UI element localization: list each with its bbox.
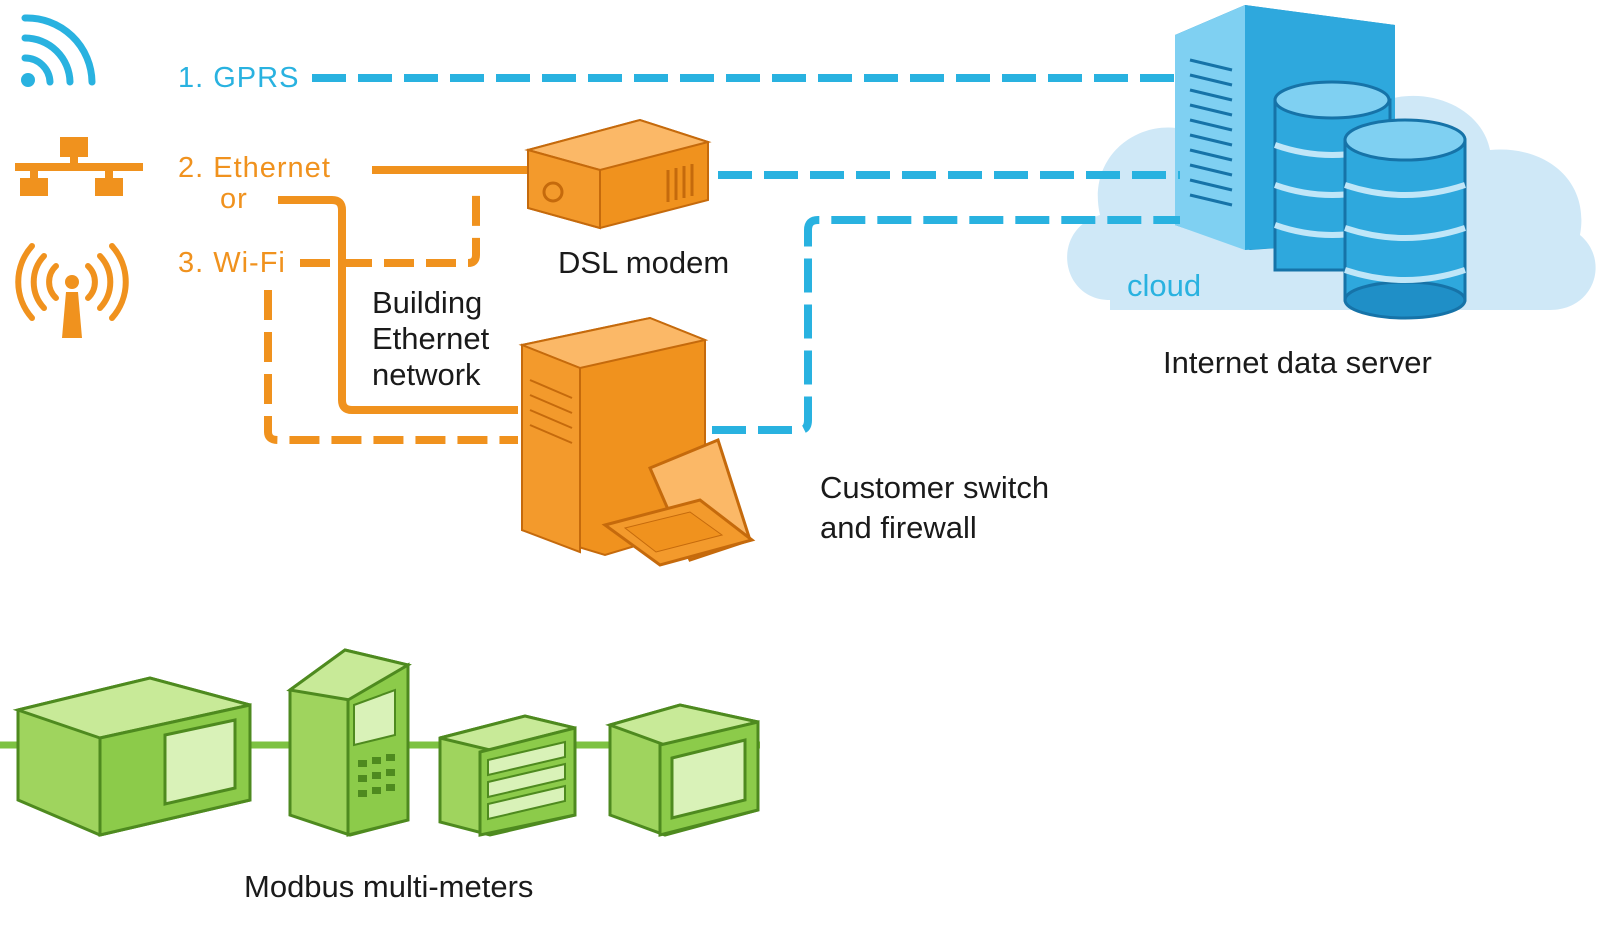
dsl-modem-icon: [524, 118, 712, 230]
meter-compact-icon: [438, 714, 577, 837]
meter-panel-icon: [286, 648, 412, 837]
database-icon: [1273, 80, 1467, 320]
switch-firewall-line: and firewall: [820, 510, 977, 545]
meter-large-icon: [12, 676, 252, 837]
laptop-icon: [601, 437, 756, 567]
switch-tower-icon: [518, 316, 709, 557]
ethernet-link: [278, 166, 530, 414]
meters-label: Modbus multi-meters: [244, 869, 533, 904]
firewall-cloud-link: [712, 216, 1180, 434]
wifi-label: 3. Wi-Fi: [178, 247, 286, 279]
switch-firewall-line: Customer switch: [820, 470, 1049, 505]
wifi-link: [264, 185, 518, 444]
ethernet-label: 2. Ethernet: [178, 152, 331, 184]
meter-display-icon: [605, 703, 760, 837]
gprs-label: 1. GPRS: [178, 62, 299, 94]
building-network-line: Building: [372, 285, 482, 320]
wifi-signal-icon: [21, 14, 96, 87]
building-network-line: network: [372, 357, 481, 392]
or-label: or: [220, 183, 248, 215]
building-network-label: Building Ethernet network: [372, 285, 498, 392]
wireless-antenna-icon: [15, 243, 129, 338]
network-hierarchy-icon: [15, 137, 143, 196]
dsl-modem-label: DSL modem: [558, 245, 729, 280]
cloud-label: cloud: [1127, 268, 1201, 303]
server-label: Internet data server: [1163, 345, 1432, 380]
building-network-line: Ethernet: [372, 321, 490, 356]
switch-firewall-label: Customer switch and firewall: [820, 470, 1058, 545]
